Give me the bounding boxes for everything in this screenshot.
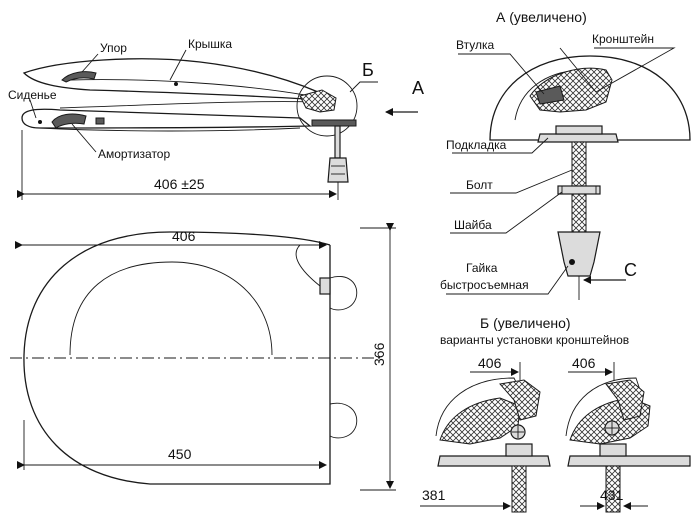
- dimension-side: 406 ±25: [154, 176, 205, 192]
- detail-b-right: 406 431: [565, 355, 691, 513]
- hinge-bolt: [334, 125, 341, 159]
- hinge-nut: [327, 157, 349, 183]
- left-dim-top: 406: [478, 355, 502, 371]
- label-bolt: Болт: [466, 178, 493, 192]
- dimension-bottom-450: 450: [168, 446, 192, 462]
- lid-dot: [174, 82, 178, 86]
- label-washer: Шайба: [454, 218, 492, 232]
- top-view: 406 450 366: [10, 223, 396, 491]
- hinge-detail-circle: [296, 75, 358, 137]
- detail-b: Б (увеличено) варианты установки кронште…: [420, 315, 691, 513]
- hinge-bump-bottom: [329, 402, 358, 439]
- right-pad: [567, 455, 691, 467]
- left-bracket: [499, 379, 541, 421]
- detail-a-washer: [557, 185, 601, 195]
- left-pad: [437, 455, 551, 467]
- detail-a-dome: [489, 55, 691, 141]
- hinge-bump-top: [329, 276, 358, 311]
- detail-a-bushing: [535, 85, 565, 105]
- right-bolt: [605, 465, 621, 513]
- detail-b-subtitle: варианты установки кронштейнов: [440, 333, 629, 347]
- right-bracket: [605, 379, 645, 421]
- hinge-pad: [311, 119, 357, 127]
- label-lid: Крышка: [188, 37, 232, 51]
- label-bracket: Кронштейн: [592, 32, 654, 46]
- label-damper: Амортизатор: [98, 147, 170, 161]
- stop-part: [61, 71, 97, 83]
- left-bolt: [511, 465, 527, 513]
- lid-inner-line: [69, 79, 306, 96]
- detail-b-left: 406 381: [420, 355, 551, 513]
- label-pad: Подкладка: [446, 138, 507, 152]
- detail-b-title: Б (увеличено): [480, 315, 571, 331]
- label-view-b: Б: [362, 60, 374, 80]
- dimension-top-406: 406: [172, 228, 196, 244]
- detail-a-nut: [557, 231, 601, 277]
- label-nut-1: Гайка: [466, 261, 498, 275]
- label-view-a: А: [412, 78, 424, 98]
- seat-dot: [38, 120, 42, 124]
- hinge-post: [319, 277, 331, 295]
- label-c-mark: С: [624, 260, 637, 280]
- detail-a: А (увеличено) Втулка Кронштейн Подклад: [440, 9, 691, 300]
- label-seat: Сиденье: [8, 88, 57, 102]
- left-lid-hatch: [439, 397, 521, 445]
- seat-lower-line: [39, 127, 301, 132]
- damper-small: [95, 117, 105, 125]
- detail-a-title: А (увеличено): [496, 9, 587, 25]
- side-view: Упор Крышка Сиденье Амортизатор Б А 406 …: [8, 37, 424, 200]
- label-stop: Упор: [100, 41, 127, 55]
- left-dim-bottom: 381: [422, 487, 446, 503]
- hinge-bracket: [299, 89, 337, 113]
- detail-a-pad: [537, 133, 619, 143]
- seat-top-outline: [23, 231, 331, 485]
- seat-inner-arc: [69, 261, 273, 356]
- dimension-height-366: 366: [371, 342, 387, 366]
- label-nut-2: быстросъемная: [440, 278, 529, 292]
- seat-outline: [21, 108, 312, 129]
- right-dim-bottom: 431: [600, 487, 624, 503]
- right-dim-top: 406: [572, 355, 596, 371]
- damper-part: [51, 113, 87, 129]
- lid-hinge-line: [59, 101, 319, 109]
- label-bushing: Втулка: [456, 38, 494, 52]
